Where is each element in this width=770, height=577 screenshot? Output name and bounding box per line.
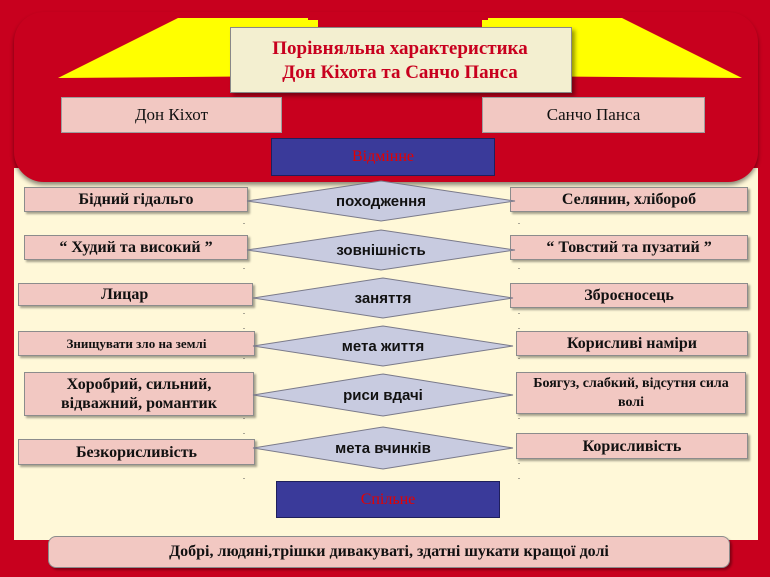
- criterion-life-goal-label: мета життя: [341, 338, 425, 355]
- section-differences: Відмінне: [271, 138, 495, 176]
- right-item-motive: Корисливість: [516, 433, 748, 459]
- title-box: [230, 27, 572, 93]
- right-item-character: Боягуз, слабкий, відсутня сила волі: [516, 372, 746, 414]
- left-item-origin: Бідний гідальго: [24, 187, 248, 212]
- header-don-quixote: Дон Кіхот: [61, 97, 282, 133]
- criterion-character: риси вдачі: [251, 373, 515, 417]
- criterion-appearance: зовнішність: [245, 229, 517, 271]
- common-traits: Добрі, людяні,трішки дивакуваті, здатні …: [48, 536, 730, 568]
- left-item-character: Хоробрий, сильний, відважний, романтик: [24, 372, 254, 416]
- right-item-life-goal: Корисливі наміри: [516, 331, 748, 356]
- left-item-occupation: Лицар: [18, 283, 253, 306]
- criterion-occupation-label: заняття: [354, 290, 412, 307]
- criterion-motive-label: мета вчинків: [335, 440, 431, 457]
- criterion-character-label: риси вдачі: [343, 387, 423, 404]
- criterion-origin-label: походження: [336, 193, 426, 210]
- right-item-occupation: Зброєносець: [510, 283, 748, 308]
- criterion-origin: походження: [245, 180, 517, 222]
- title-line-1: Порівняльна характеристика: [272, 38, 528, 59]
- criterion-occupation: заняття: [251, 277, 515, 319]
- right-item-appearance: “ Товстий та пузатий ”: [510, 235, 748, 260]
- left-item-motive: Безкорисливість: [18, 439, 255, 465]
- page-title: Порівняльна характеристика Дон Кіхота та…: [230, 37, 570, 85]
- criterion-appearance-label: зовнішність: [336, 242, 426, 259]
- header-sancho-panza: Санчо Панса: [482, 97, 705, 133]
- right-item-origin: Селянин, хлібороб: [510, 187, 748, 212]
- criterion-motive: мета вчинків: [251, 426, 515, 470]
- left-item-life-goal: Знищувати зло на землі: [18, 331, 255, 356]
- criterion-life-goal: мета життя: [251, 325, 515, 367]
- section-common: Спільне: [276, 481, 500, 518]
- left-item-appearance: “ Худий та високий ”: [24, 235, 248, 260]
- title-line-2: Дон Кіхота та Санчо Панса: [282, 62, 518, 83]
